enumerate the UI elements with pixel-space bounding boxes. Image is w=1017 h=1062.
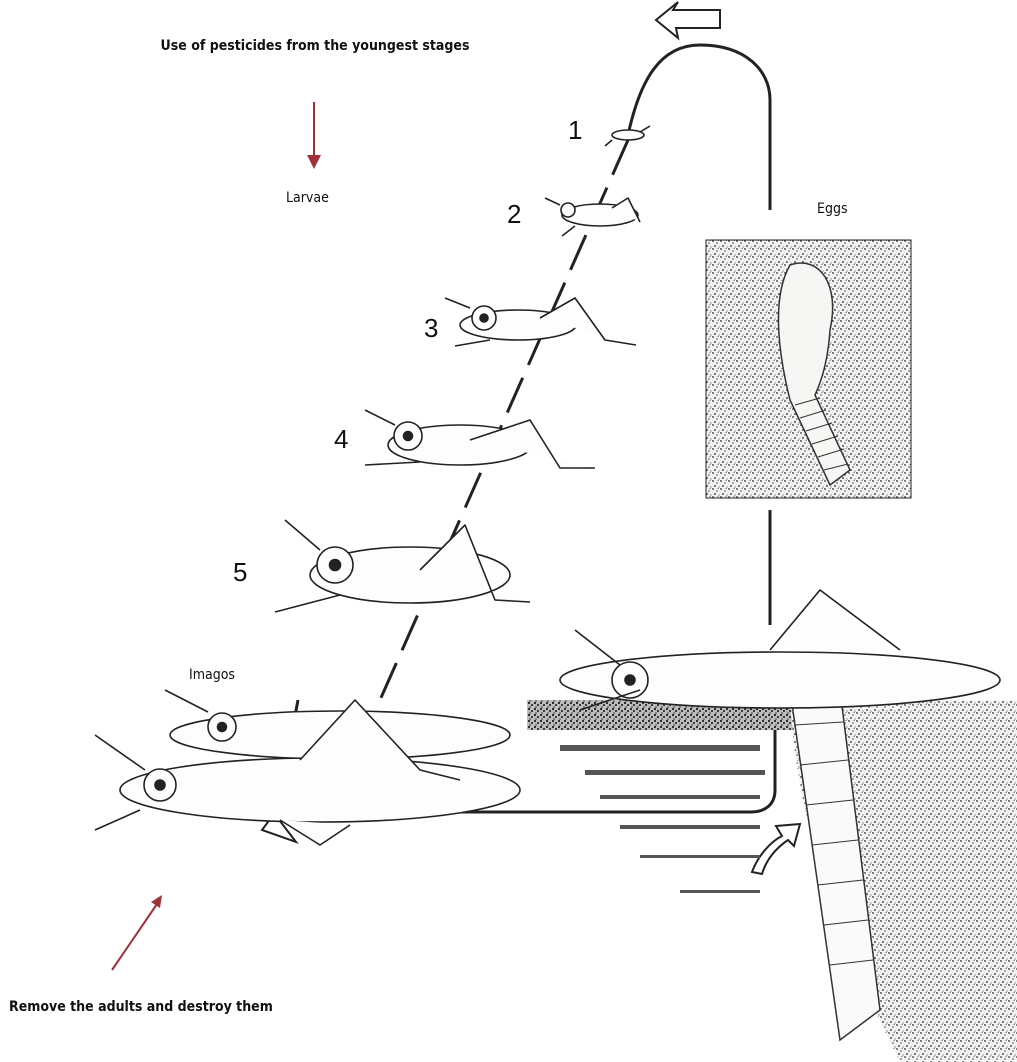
remove-adults-annotation-arrow [112, 895, 162, 970]
instar-number-1: 1 [568, 115, 582, 146]
instar-number-4: 4 [334, 424, 348, 455]
imagos-label: Imagos [189, 667, 235, 683]
instar-number-3: 3 [424, 313, 438, 344]
remove-adults-note: Remove the adults and destroy them [9, 999, 273, 1015]
instar-number-2: 2 [507, 199, 521, 230]
instar-2-drawing [545, 198, 640, 236]
egg-pod-illustration [706, 240, 911, 498]
adult-female-drawing [560, 590, 1000, 710]
instar-number-5: 5 [233, 557, 247, 588]
cycle-arrow-bottom-right [752, 824, 800, 874]
instar-4-drawing [365, 410, 595, 468]
instar-3-drawing [445, 298, 636, 346]
imagos-drawing [95, 690, 520, 845]
cycle-arrow-top [656, 2, 720, 38]
larvae-label: Larvae [286, 190, 329, 206]
pesticide-note: Use of pesticides from the youngest stag… [150, 36, 480, 57]
instar-5-drawing [275, 520, 530, 612]
pesticide-annotation-arrow [307, 102, 321, 169]
eggs-label: Eggs [817, 201, 848, 217]
soil-illustration [527, 690, 1017, 1062]
